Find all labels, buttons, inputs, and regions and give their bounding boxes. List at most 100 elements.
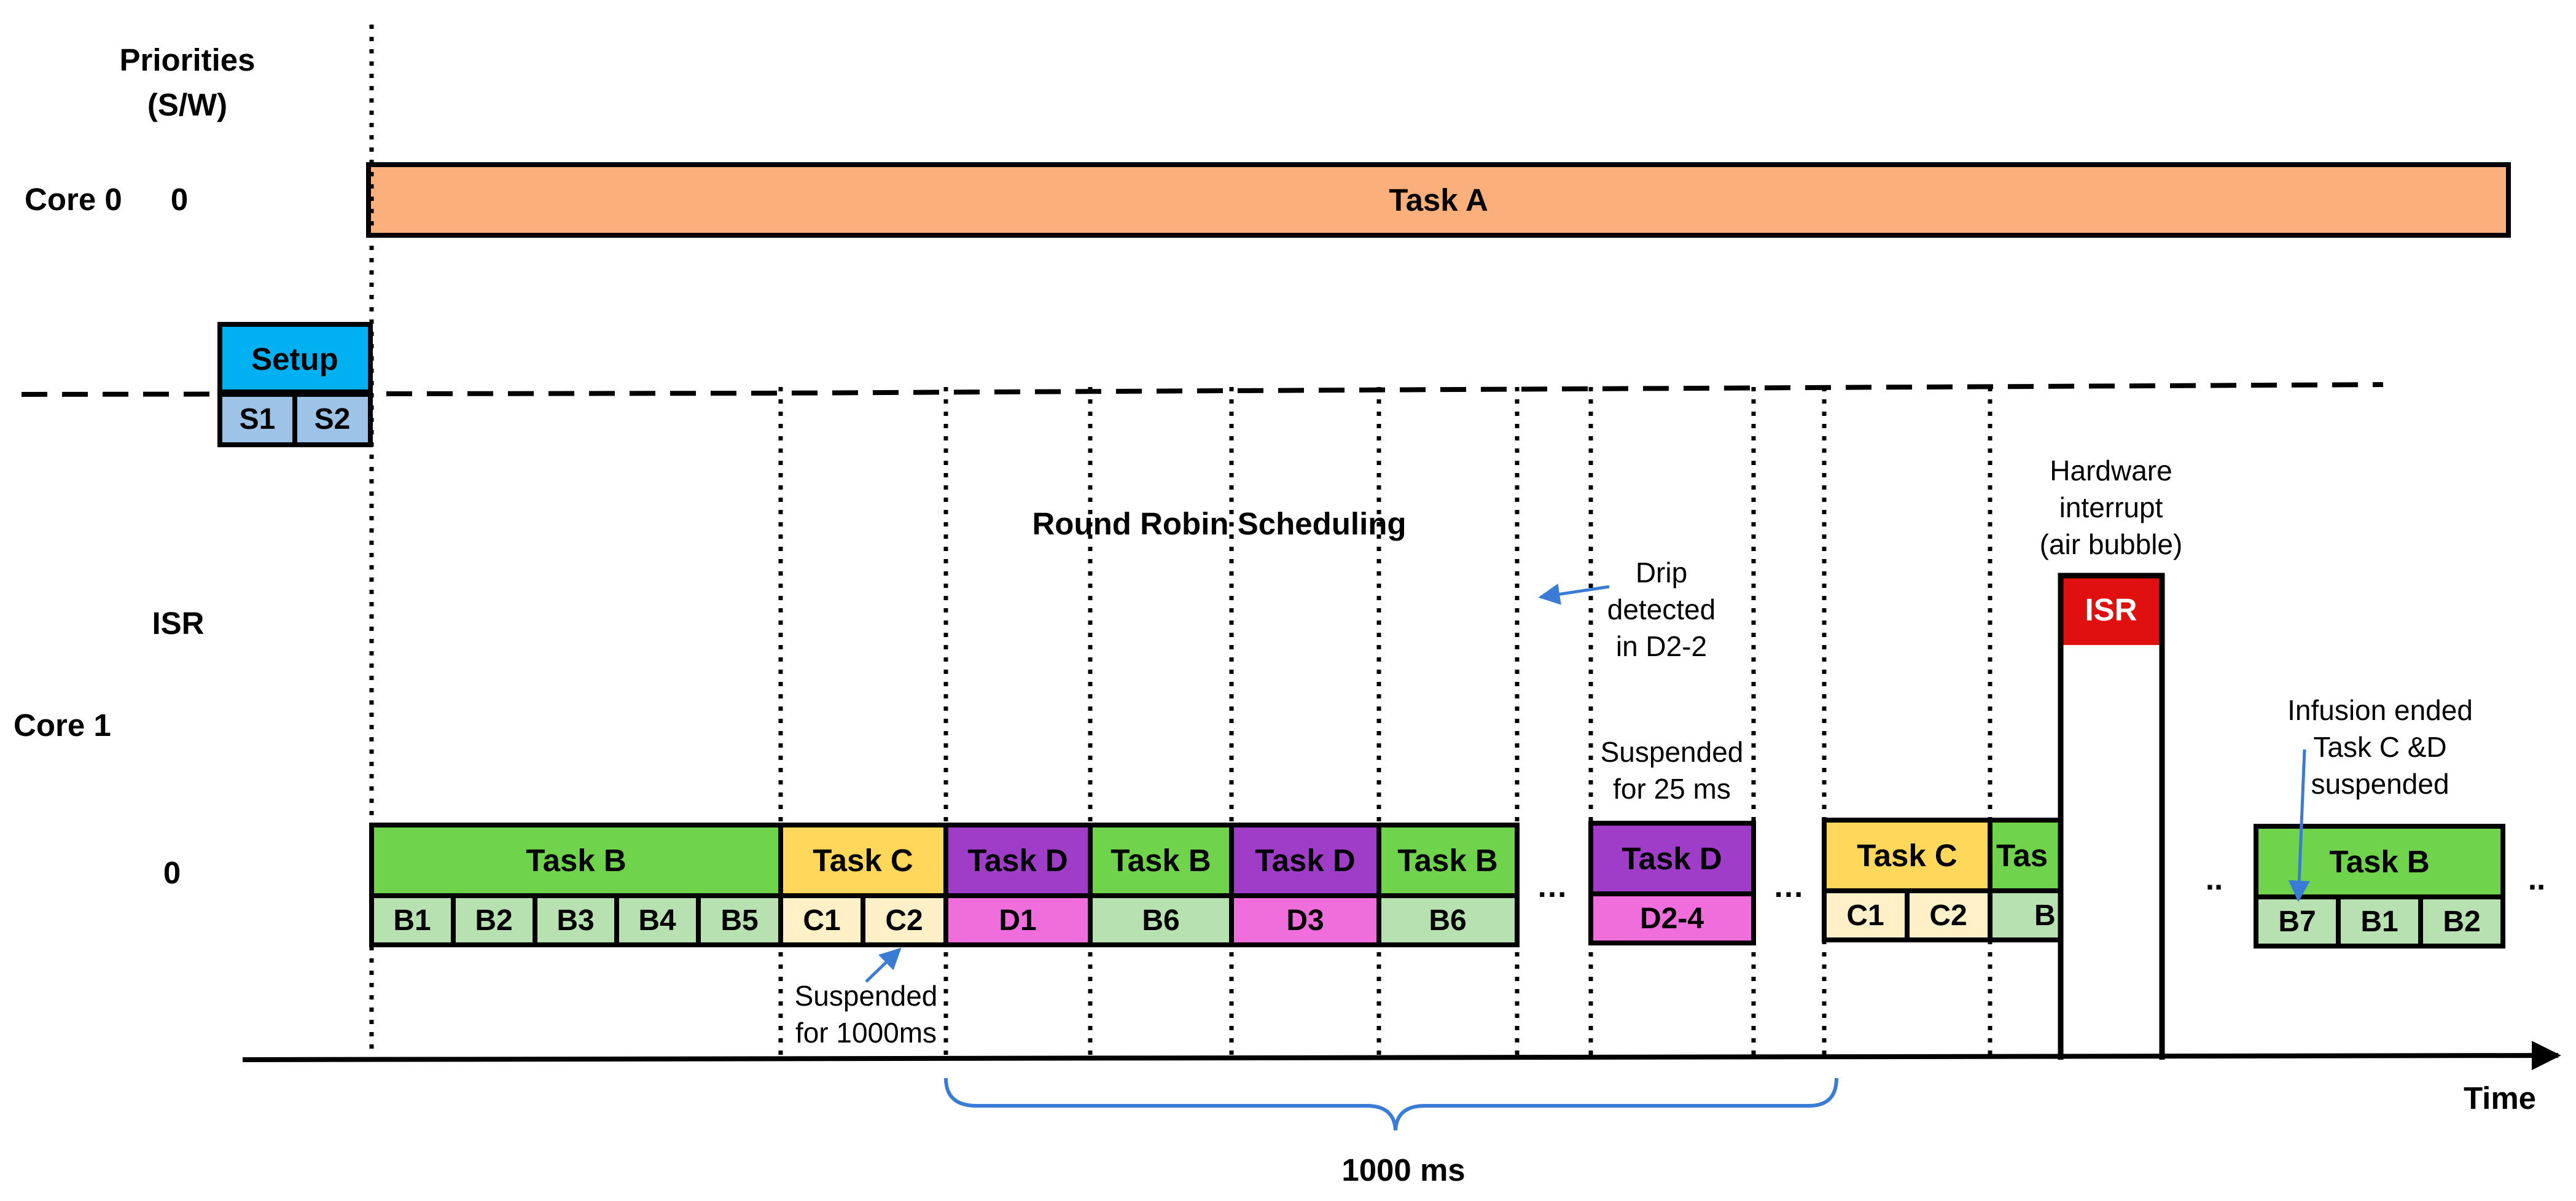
task-b-sub-label: B2	[475, 904, 512, 937]
drip-annotation-line1: Drip	[1636, 557, 1687, 589]
core0-priority: 0	[171, 182, 188, 217]
drip-arrow	[1538, 583, 1610, 605]
task-b-block: Task B B6	[1088, 823, 1234, 947]
infusion-annotation-line3: suspended	[2311, 768, 2449, 800]
task-c-sub-label: C1	[1846, 899, 1884, 932]
task-b-sub-label: B6	[1429, 904, 1466, 937]
task-b-sub-label: B1	[393, 904, 431, 937]
task-b-sub	[533, 893, 619, 947]
task-b-title-box	[1988, 818, 2063, 893]
task-c-block: Task C C1 C2	[778, 823, 948, 947]
time-axis	[242, 1041, 2561, 1071]
setup-sub-s1	[217, 392, 297, 447]
time-axis-label: Time	[2464, 1081, 2536, 1116]
isr-block: ISR	[2058, 573, 2165, 1060]
task-b-sub	[1376, 893, 1520, 947]
task-c-sub-label: C1	[803, 904, 840, 937]
task-b-sub	[369, 893, 456, 947]
drip-annotation-line3: in D2-2	[1616, 630, 1707, 662]
suspended-1000-line2: for 1000ms	[795, 1017, 937, 1049]
task-c-title: Task C	[813, 843, 913, 878]
task-d-block: Task D D3	[1229, 823, 1381, 947]
task-b-sub-label: B2	[2443, 906, 2480, 938]
task-b-sub	[2418, 894, 2505, 949]
task-b-sub	[1088, 893, 1234, 947]
suspended-1000-arrow	[865, 947, 902, 983]
task-b-block: Task B B1 B2 B3 B4 B5	[369, 823, 783, 947]
task-d-title-box	[1229, 823, 1381, 898]
core1-label: Core 1	[14, 708, 111, 743]
task-b-block: Task B B7 B1 B2	[2254, 824, 2505, 949]
task-d-sub	[1588, 891, 1756, 945]
task-b-sub	[2336, 894, 2423, 949]
setup-title: Setup	[251, 342, 338, 377]
ellipsis: …	[1773, 869, 1805, 904]
task-b-title: Task B	[2329, 844, 2429, 879]
task-b-sub-label: B7	[2278, 906, 2316, 938]
duration-label: 1000 ms	[1341, 1152, 1465, 1187]
round-robin-label: Round Robin Scheduling	[1032, 506, 1406, 541]
task-d-title: Task D	[1622, 841, 1722, 876]
infusion-arrow	[2288, 749, 2310, 902]
priorities-label-line2: (S/W)	[147, 87, 227, 122]
isr-title: ISR	[2085, 592, 2137, 627]
isr-outline	[2058, 573, 2165, 1060]
ellipsis: ..	[2206, 861, 2223, 896]
task-d-sub	[943, 893, 1093, 947]
task-c-block: Task C C1 C2	[1822, 818, 1992, 942]
task-d-title: Task D	[967, 843, 1067, 878]
task-b-block: Task B B6	[1376, 823, 1520, 947]
hardware-annotation-line3: (air bubble)	[2040, 528, 2183, 560]
core-separator-line	[21, 382, 2384, 397]
task-b-sub-label: B3	[556, 904, 594, 937]
task-d-sub	[1229, 893, 1381, 947]
task-b-title-box	[369, 823, 783, 898]
suspended-25-line2: for 25 ms	[1613, 773, 1731, 805]
task-d-title: Task D	[1255, 843, 1355, 878]
task-b-sub-label: B5	[720, 904, 758, 937]
ellipsis: …	[1537, 869, 1568, 904]
task-d-block: Task D D1	[943, 823, 1093, 947]
setup-sub-s2-label: S2	[314, 403, 351, 436]
task-c-title-box	[778, 823, 948, 898]
task-a-bar	[366, 162, 2511, 238]
hardware-annotation-line1: Hardware	[2050, 455, 2172, 487]
core0-label: Core 0	[25, 182, 122, 217]
suspended-1000-line1: Suspended	[795, 980, 938, 1012]
priorities-label-line1: Priorities	[119, 42, 255, 77]
task-b-title: Task B	[1110, 843, 1211, 878]
task-b-title: Tas	[1996, 838, 2048, 873]
task-d-block: Task D D2-4	[1588, 821, 1756, 945]
ellipsis: ..	[2528, 861, 2545, 896]
duration-brace	[944, 1078, 1838, 1131]
task-c-title: Task C	[1857, 838, 1957, 873]
task-c-sub	[778, 893, 865, 947]
setup-block: Setup S1 S2	[217, 322, 373, 447]
isr-fill	[2061, 576, 2162, 645]
hardware-annotation-line2: interrupt	[2059, 491, 2163, 523]
setup-sub-s1-label: S1	[240, 403, 276, 436]
task-b-sub-label: B6	[1142, 904, 1179, 937]
task-b-sub	[696, 893, 783, 947]
core1-priority: 0	[163, 855, 181, 890]
task-b-block: Tas B	[1988, 818, 2063, 942]
task-b-sub-label: B	[2034, 899, 2056, 932]
task-b-title: Task B	[1397, 843, 1497, 878]
task-d-sub-label: D1	[999, 904, 1036, 937]
drip-annotation-line2: detected	[1607, 593, 1715, 625]
isr-label: ISR	[152, 606, 204, 641]
task-b-title: Task B	[526, 843, 626, 878]
task-a-block: Task A	[366, 162, 2511, 238]
suspended-25-line1: Suspended	[1601, 736, 1744, 768]
task-b-title-box	[1376, 823, 1520, 898]
task-c-sub-label: C2	[885, 904, 923, 937]
task-d-sub-label: D2-4	[1640, 902, 1704, 935]
task-a-title: Task A	[1389, 182, 1488, 217]
task-b-sub-label: B4	[638, 904, 676, 937]
infusion-annotation-line2: Task C &D	[2313, 731, 2446, 763]
infusion-annotation-line1: Infusion ended	[2287, 694, 2473, 726]
task-b-sub-label: B1	[2360, 906, 2398, 938]
task-d-sub-label: D3	[1286, 904, 1324, 937]
task-c-sub-label: C2	[1929, 899, 1967, 932]
